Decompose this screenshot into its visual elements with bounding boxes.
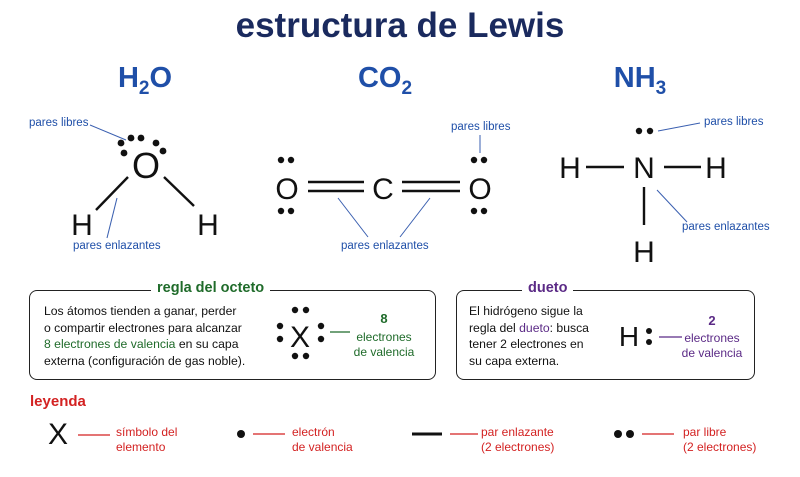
co2-bonding-pairs-label: pares enlazantes	[341, 240, 429, 252]
h2o-hydrogen-right: H	[197, 209, 219, 242]
legend-x-symbol: X	[48, 418, 69, 451]
duet-number: 2	[708, 313, 716, 328]
legend-bond-label: par enlazante(2 electrones)	[481, 425, 555, 454]
co2-lone-pairs-label: pares libres	[451, 121, 511, 133]
h2o-lone-pairs	[117, 134, 167, 157]
nh3-lone-pair	[635, 127, 654, 135]
legend-title: leyenda	[30, 393, 86, 410]
duet-rule-box	[456, 290, 755, 380]
legend-lone-pair-icon	[614, 430, 674, 438]
formula-co2: CO2	[357, 62, 413, 99]
legend-bond-icon	[412, 432, 478, 436]
duet-rule-text: El hidrógeno sigue la regla del dueto: b…	[469, 304, 589, 368]
octet-example-symbol: X	[276, 306, 350, 360]
legend-x-connector	[78, 434, 110, 436]
legend-electron-icon	[237, 430, 285, 438]
formula-nh3: NH3	[613, 62, 667, 99]
nh3-hydrogen-bottom: H	[633, 236, 655, 269]
co2-carbon: C	[372, 173, 394, 206]
co2-lone-pairs	[277, 156, 488, 215]
h2o-bonding-pairs-label: pares enlazantes	[73, 240, 161, 252]
nh3-lone-pairs-label: pares libres	[704, 116, 764, 128]
co2-oxygen-right: O	[468, 173, 491, 206]
nh3-nitrogen: N	[633, 152, 655, 185]
co2-oxygen-left: O	[275, 173, 298, 206]
svg-text:H: H	[619, 321, 639, 352]
h2o-hydrogen-left: H	[71, 209, 93, 242]
h2o-bond-right	[163, 176, 195, 207]
octet-rule-title: regla del octeto	[151, 280, 271, 296]
nh3-hydrogen-left: H	[559, 152, 581, 185]
octet-rule-text: Los átomos tienden a ganar, perder o com…	[44, 304, 246, 368]
duet-example-symbol: H	[619, 321, 682, 352]
page-title: estructura de Lewis	[235, 6, 565, 45]
nh3-hydrogen-right: H	[705, 152, 727, 185]
svg-text:X: X	[290, 321, 310, 354]
octet-rule-box	[29, 290, 436, 380]
nh3-bonding-pairs-label: pares enlazantes	[682, 221, 770, 233]
h2o-lone-pairs-label: pares libres	[29, 117, 89, 129]
h2o-bond-left	[95, 176, 129, 211]
octet-number: 8	[380, 311, 388, 326]
h2o-oxygen: O	[132, 145, 160, 186]
duet-rule-title: dueto	[522, 280, 574, 296]
legend-lone-pair-label: par libre(2 electrones)	[683, 425, 757, 454]
formula-h2o: H2O	[117, 62, 173, 99]
